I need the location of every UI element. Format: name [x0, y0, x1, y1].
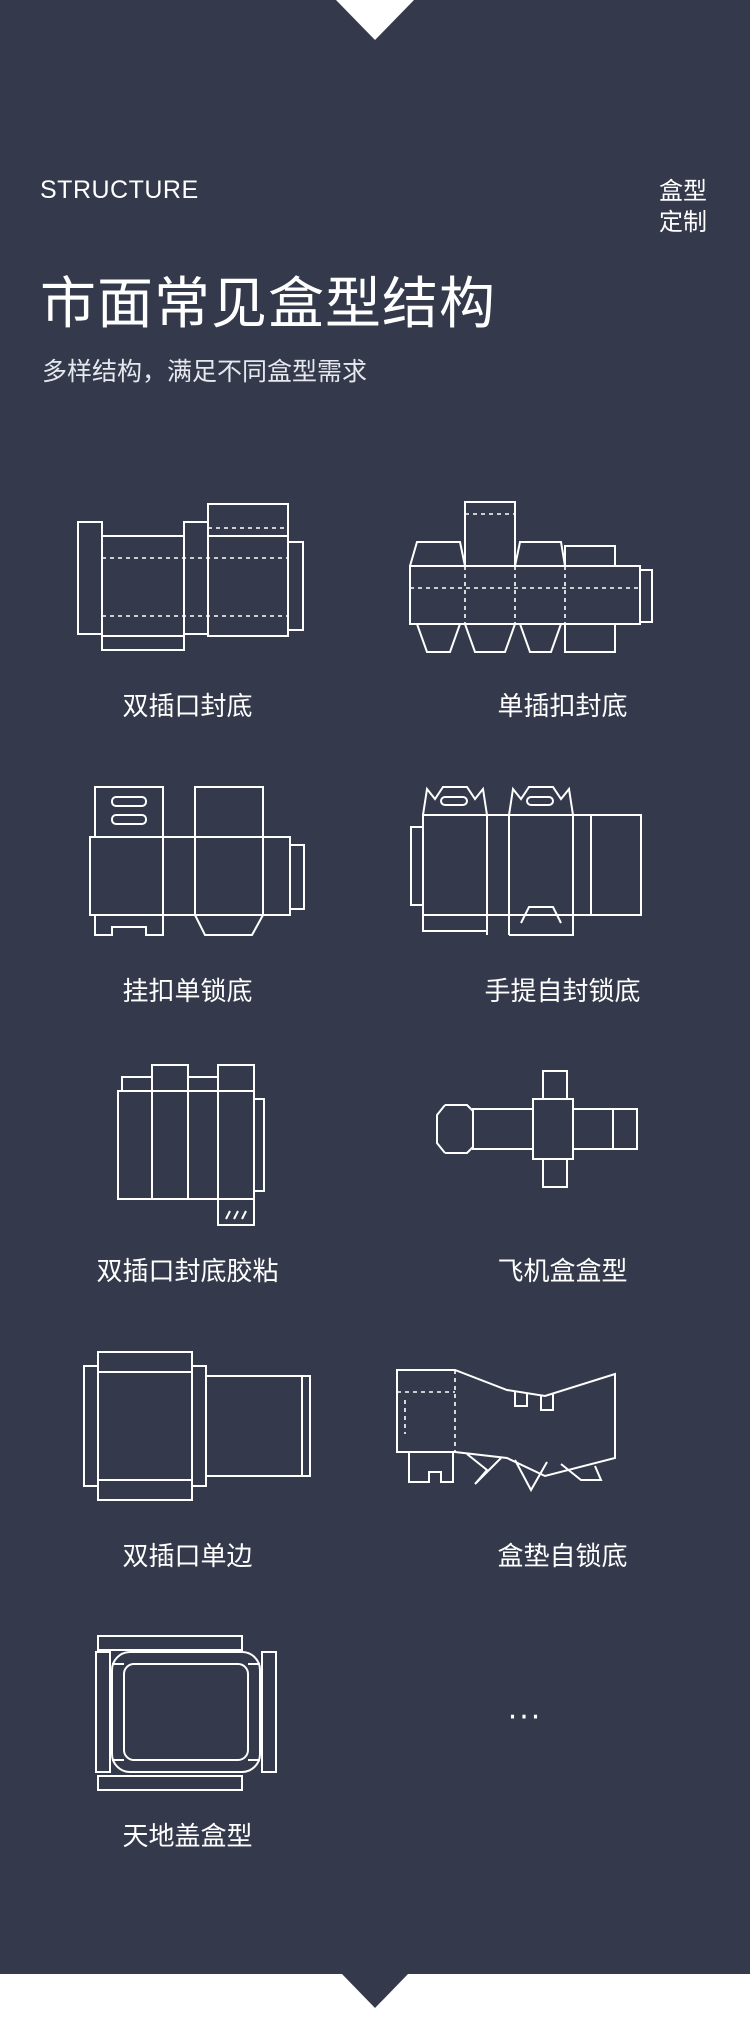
page-title: 市面常见盒型结构	[40, 272, 496, 337]
structure-item: 双插口单边	[0, 1340, 375, 1572]
structure-item: 双插口封底胶粘	[0, 1055, 375, 1287]
structure-label: 天地盖盒型	[122, 1822, 253, 1852]
box-diagram-lid-base-icon	[95, 1635, 277, 1791]
structure-label: 手提自封锁底	[484, 977, 641, 1007]
structure-label: 双插口封底胶粘	[96, 1257, 279, 1287]
structure-label: 双插口封底	[122, 692, 253, 722]
box-diagram-pad-lock-icon	[396, 1369, 616, 1493]
side-label-line2: 定制	[659, 208, 707, 236]
structure-item: 手提自封锁底	[375, 775, 750, 1007]
structure-item: 挂扣单锁底	[0, 775, 375, 1007]
structure-label: 飞机盒盒型	[497, 1257, 628, 1287]
structure-label: 盒垫自锁底	[497, 1542, 628, 1572]
structure-item: 单插扣封底	[375, 490, 750, 722]
box-diagram-hang-lock-icon	[89, 786, 305, 936]
structure-item: 盒垫自锁底	[375, 1340, 750, 1572]
structure-label: 挂扣单锁底	[122, 977, 253, 1007]
structure-item: 天地盖盒型	[0, 1620, 375, 1852]
box-diagram-single-side-tuck-icon	[83, 1351, 311, 1501]
box-diagram-glued-tuck-icon	[117, 1064, 265, 1226]
side-label: 盒型 定制	[647, 176, 707, 238]
structure-label: 双插口单边	[122, 1542, 253, 1572]
side-label-line1: 盒型	[659, 177, 707, 205]
box-diagram-single-tuck-icon	[409, 501, 653, 653]
box-diagram-handle-lock-icon	[410, 786, 642, 936]
box-diagram-mailer-icon	[436, 1070, 638, 1188]
structure-item: 飞机盒盒型	[375, 1055, 750, 1287]
structure-label: 单插扣封底	[497, 692, 628, 722]
box-diagram-double-tuck-icon	[77, 503, 304, 651]
section-tag: STRUCTURE	[40, 176, 199, 204]
page-subtitle: 多样结构，满足不同盒型需求	[42, 357, 368, 386]
structure-item: 双插口封底	[0, 490, 375, 722]
more-indicator: ···	[507, 1700, 543, 1735]
